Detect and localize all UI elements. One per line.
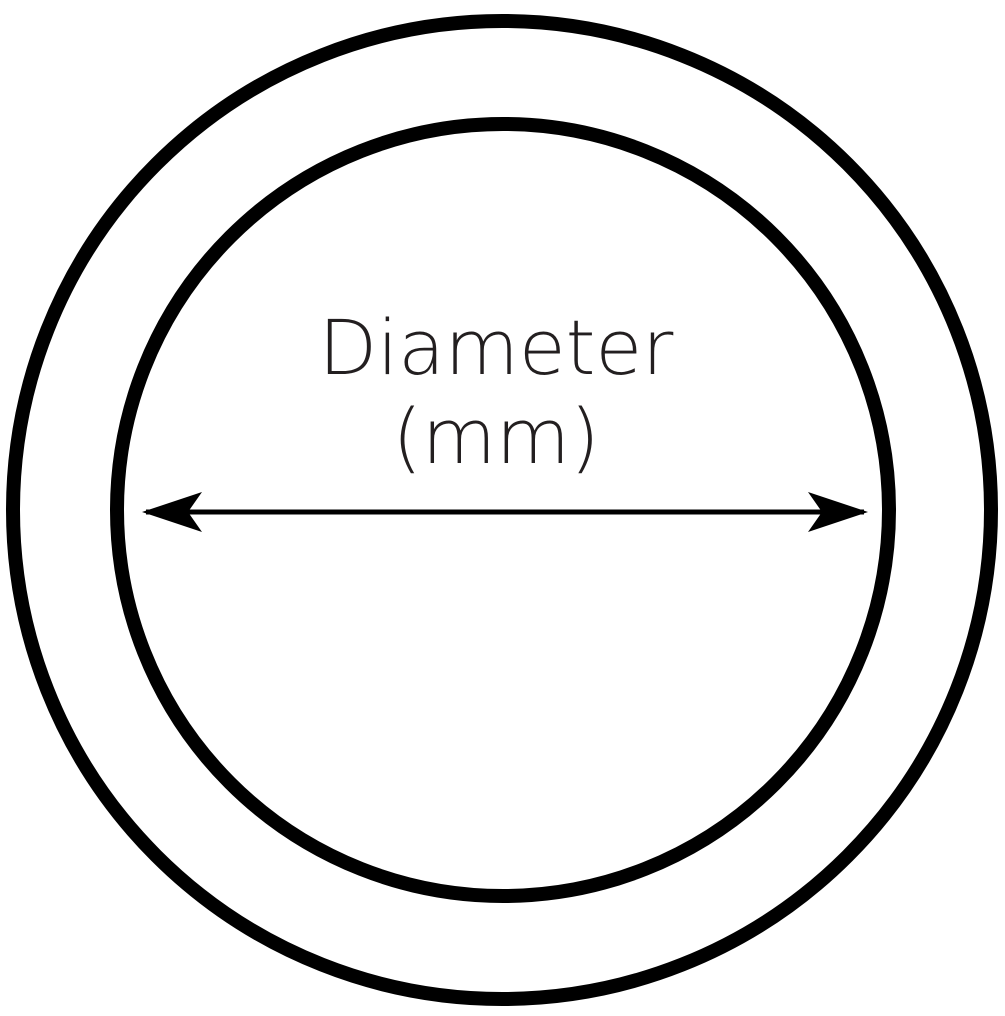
diameter-label: Diameter xyxy=(319,303,675,392)
unit-label: (mm) xyxy=(392,392,599,481)
inner-ring-circle xyxy=(110,117,896,903)
outer-ring-circle xyxy=(6,14,998,1006)
